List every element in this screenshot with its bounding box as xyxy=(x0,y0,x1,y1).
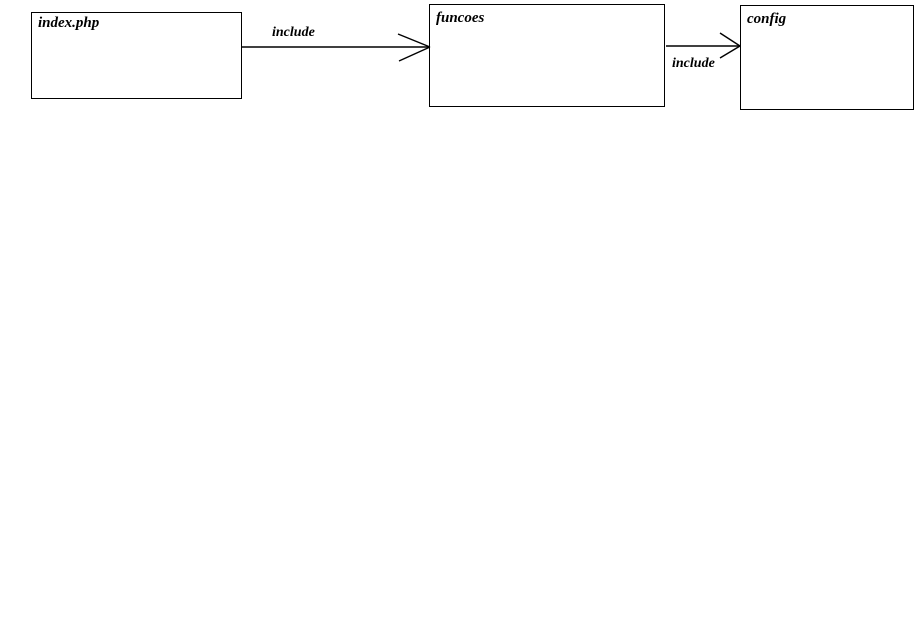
edge-label-include-2: include xyxy=(672,56,715,71)
node-index-php[interactable] xyxy=(31,12,242,99)
node-funcoes[interactable] xyxy=(429,4,665,107)
node-config[interactable] xyxy=(740,5,914,110)
node-label-config: config xyxy=(747,11,787,27)
node-label-funcoes: funcoes xyxy=(436,10,485,26)
node-label-index-php: index.php xyxy=(38,15,100,31)
edge-funcoes-to-config[interactable] xyxy=(664,30,742,64)
edge-index-to-funcoes[interactable] xyxy=(240,28,432,68)
edge-label-include-1: include xyxy=(272,25,315,40)
